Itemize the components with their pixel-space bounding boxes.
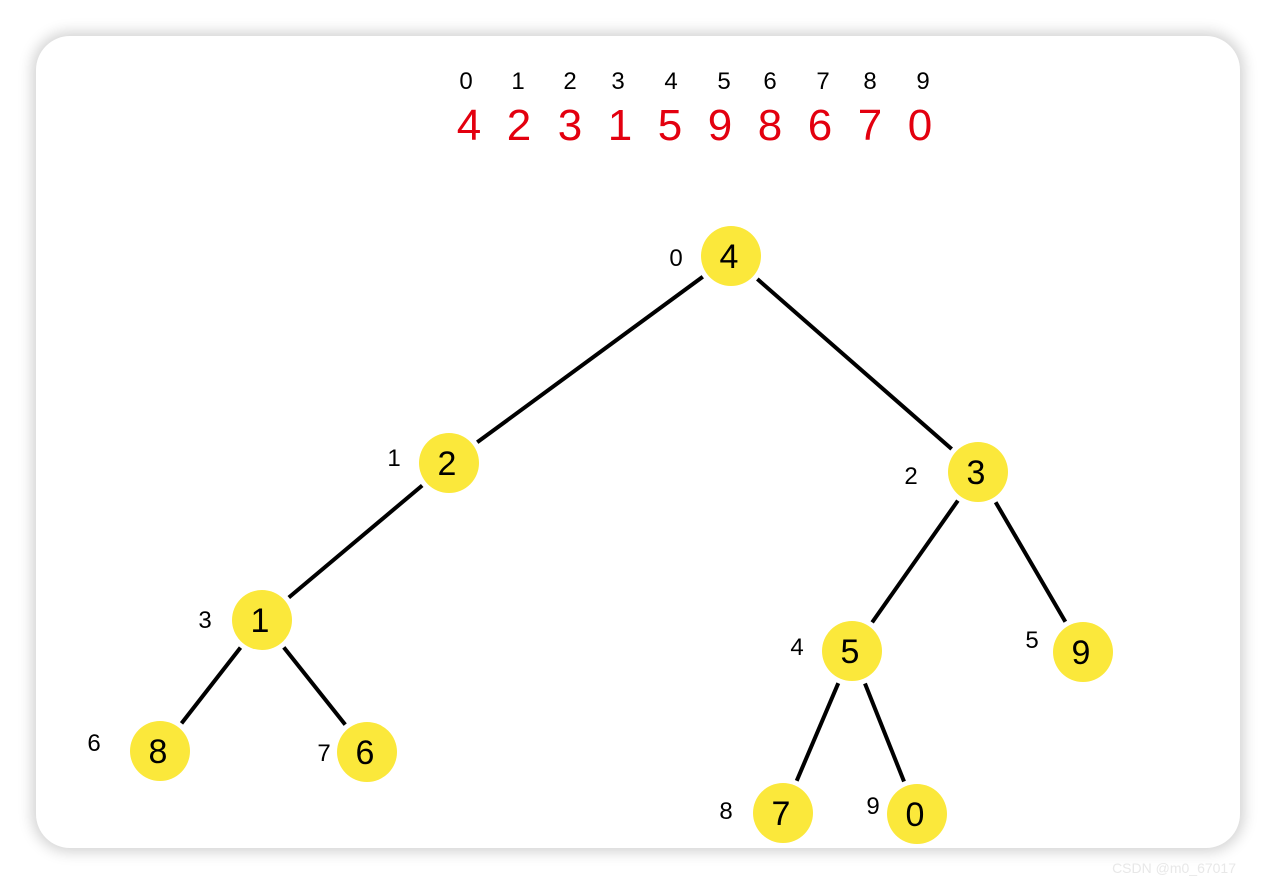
- tree-node-value: 3: [967, 454, 986, 492]
- array-value: 8: [757, 101, 783, 150]
- array-index-label: 1: [511, 68, 525, 95]
- tree-node-value: 0: [906, 796, 925, 834]
- tree-node: 32: [904, 442, 1008, 502]
- tree-node-index-label: 7: [317, 740, 330, 767]
- tree-node-value: 6: [356, 734, 375, 772]
- tree-node-index-label: 1: [387, 445, 400, 472]
- tree-node: 09: [866, 784, 947, 844]
- tree-edge: [993, 501, 1068, 623]
- tree-node-index-label: 2: [904, 463, 917, 490]
- tree-node-value: 4: [720, 238, 739, 276]
- array-index-label: 0: [459, 68, 473, 95]
- array-index-label: 7: [816, 68, 830, 95]
- tree-node-circle: [1053, 622, 1113, 682]
- tree-node-index-label: 4: [790, 634, 803, 661]
- tree-node: 40: [669, 226, 761, 286]
- tree-node-value: 1: [251, 602, 270, 640]
- tree-node-circle: [822, 621, 882, 681]
- tree-node: 95: [1025, 622, 1113, 682]
- tree-node-index-label: 9: [866, 793, 879, 820]
- array-index-label: 8: [863, 68, 877, 95]
- tree-node: 67: [317, 722, 397, 782]
- tree-node-circle: [232, 590, 292, 650]
- tree-edge: [287, 483, 424, 600]
- tree-node: 21: [387, 433, 479, 493]
- tree-edge: [794, 682, 841, 782]
- tree-edges: [179, 275, 1068, 783]
- array-value: 0: [907, 101, 933, 150]
- tree-node-index-label: 6: [87, 730, 100, 757]
- array-index-label: 4: [664, 68, 678, 95]
- array-value: 7: [857, 101, 883, 150]
- array-index-label: 3: [611, 68, 625, 95]
- array-index-label: 6: [763, 68, 777, 95]
- tree-node: 86: [87, 721, 190, 781]
- tree-node-circle: [753, 783, 813, 843]
- tree-node: 78: [719, 783, 813, 843]
- array-value: 5: [657, 101, 683, 150]
- diagram-card: [36, 36, 1240, 848]
- tree-node-value: 9: [1072, 634, 1091, 672]
- tree-node-index-label: 8: [719, 798, 732, 825]
- array-index-label: 5: [717, 68, 731, 95]
- tree-node-circle: [701, 226, 761, 286]
- array-value: 9: [707, 101, 733, 150]
- array-index-label: 9: [916, 68, 930, 95]
- tree-node-value: 2: [438, 445, 457, 483]
- tree-edge: [863, 682, 906, 783]
- tree-edge: [870, 499, 960, 624]
- tree-node: 54: [790, 621, 882, 681]
- tree-edge: [179, 646, 243, 725]
- tree-node-value: 8: [149, 733, 168, 771]
- array-value: 3: [557, 101, 583, 150]
- tree-node-index-label: 5: [1025, 627, 1038, 654]
- array-value: 2: [506, 101, 532, 150]
- tree-node-circle: [419, 433, 479, 493]
- tree-node-circle: [337, 722, 397, 782]
- watermark: CSDN @m0_67017: [1112, 860, 1236, 876]
- tree-node-index-label: 0: [669, 245, 682, 272]
- tree-edge: [282, 646, 347, 726]
- array-index-label: 2: [563, 68, 577, 95]
- tree-node-index-label: 3: [198, 607, 211, 634]
- tree-node-value: 5: [841, 633, 860, 671]
- array-value: 6: [807, 101, 833, 150]
- tree-edge: [476, 275, 704, 444]
- tree-node: 13: [198, 590, 292, 650]
- array-value: 1: [607, 101, 633, 150]
- tree-node-circle: [887, 784, 947, 844]
- tree-node-circle: [130, 721, 190, 781]
- tree-edge: [756, 277, 953, 451]
- tree-node-circle: [948, 442, 1008, 502]
- tree-node-value: 7: [772, 795, 791, 833]
- array-value: 4: [456, 101, 482, 150]
